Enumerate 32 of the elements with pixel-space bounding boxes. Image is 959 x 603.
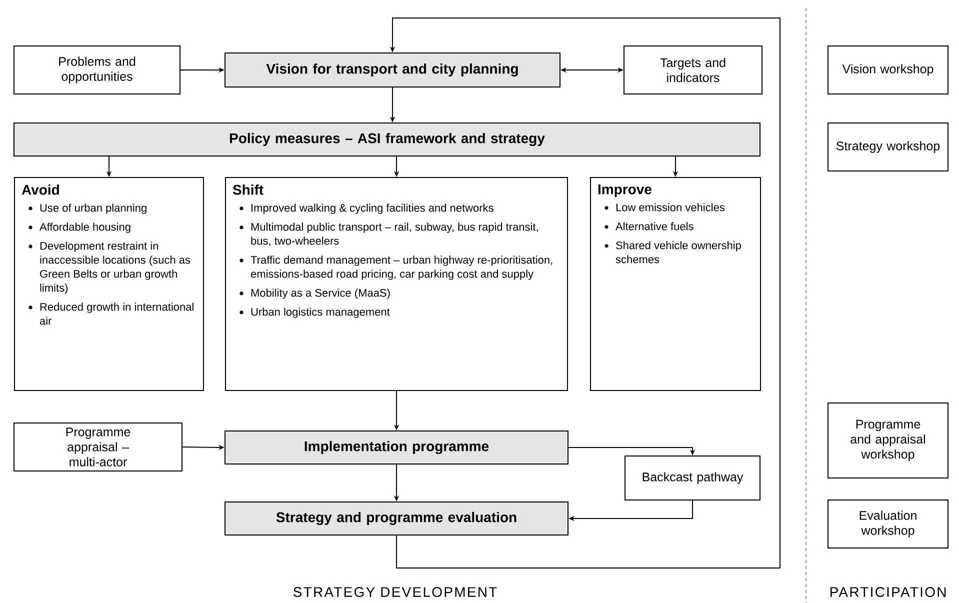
bullet-item: Shared vehicle ownership schemes bbox=[604, 241, 741, 264]
list-heading: Improve bbox=[598, 184, 652, 198]
bullet-item: Mobility as a Service (MaaS) bbox=[240, 288, 390, 299]
bullet-item: Reduced growth in international air bbox=[28, 302, 194, 325]
stage-box: Policy measures – ASI framework and strategy bbox=[14, 122, 760, 156]
list-box bbox=[590, 177, 761, 391]
bullet-item: Multimodal public transport – rail, subway, bus rapid transit, bus, two-wheelers bbox=[240, 222, 538, 246]
bullet-item: Traffic demand management – urban highway re-prioritisation, emissions-based road pricing, car parking cost and supply bbox=[240, 256, 552, 280]
stage-box: Vision for transport and city planning bbox=[224, 52, 560, 88]
section-label: PARTICIPATION bbox=[830, 587, 946, 597]
bullet-item: Alternative fuels bbox=[604, 222, 694, 230]
bullet-item: Development restraint in inaccessible locations (such as Green Belts or urban growth limits) bbox=[28, 242, 190, 294]
process-box: Targets and indicators bbox=[624, 46, 762, 94]
process-box: Backcast pathway bbox=[624, 456, 760, 500]
process-box: Evaluation workshop bbox=[828, 500, 948, 548]
list-box bbox=[14, 177, 204, 391]
process-box: Programme and appraisal workshop bbox=[828, 402, 948, 478]
process-box: Vision workshop bbox=[828, 46, 948, 94]
process-box: Problems and opportunities bbox=[14, 46, 180, 94]
section-label: STRATEGY DEVELOPMENT bbox=[294, 587, 497, 597]
bullet-item: Improved walking & cycling facilities and networks bbox=[240, 204, 494, 214]
process-box: Strategy workshop bbox=[828, 122, 948, 172]
stage-box: Strategy and programme evaluation bbox=[224, 502, 568, 536]
process-box: Programme appraisal – multi-actor bbox=[14, 422, 182, 472]
bullet-item: Low emission vehicles bbox=[604, 203, 724, 212]
list-box bbox=[225, 177, 568, 391]
bullet-item: Urban logistics management bbox=[240, 308, 390, 318]
stage-box: Implementation programme bbox=[224, 430, 568, 464]
list-heading: Shift bbox=[232, 184, 264, 195]
bullet-item: Affordable housing bbox=[28, 222, 130, 233]
bullet-item: Use of urban planning bbox=[28, 204, 146, 214]
list-heading: Avoid bbox=[22, 184, 59, 195]
